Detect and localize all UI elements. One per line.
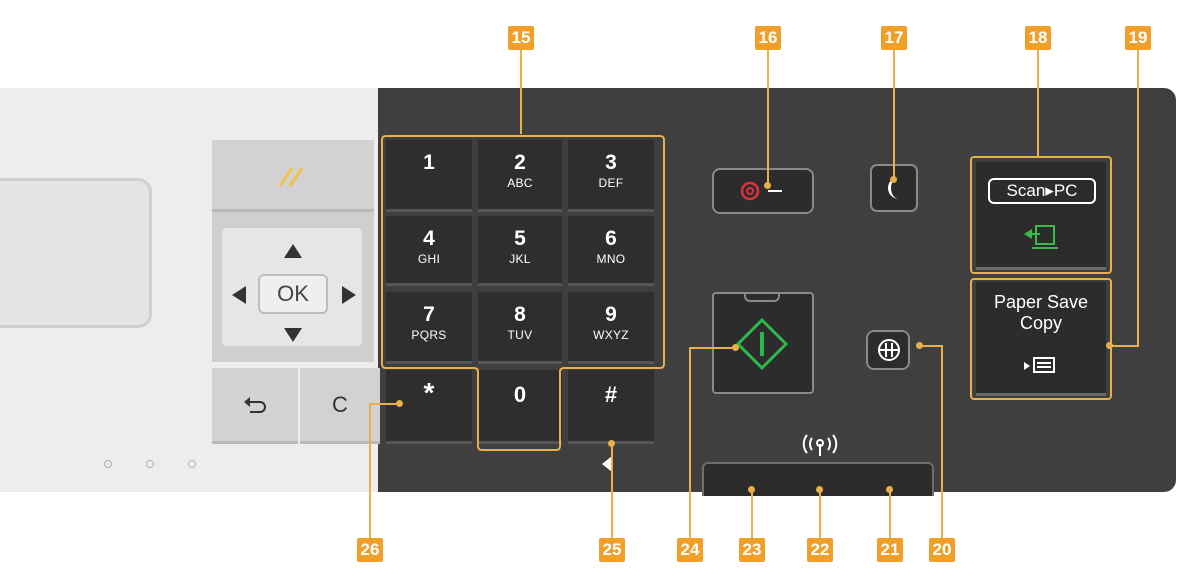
callout-badge: 15 [508, 26, 534, 50]
callout-badge: 17 [881, 26, 907, 50]
caret-icon [602, 456, 612, 472]
callout-badge: 26 [357, 538, 383, 562]
key-8[interactable]: 8 TUV [478, 292, 562, 364]
key-4[interactable]: 4 GHI [386, 216, 472, 286]
callout-badge: 23 [739, 538, 765, 562]
callout-badge: 20 [929, 538, 955, 562]
scan-to-pc-label: Scan▸PC [988, 178, 1096, 204]
key-7[interactable]: 7 PQRS [386, 292, 472, 364]
key-6[interactable]: 6 MNO [568, 216, 654, 286]
stop-button[interactable] [712, 168, 814, 214]
callout-badge: 19 [1125, 26, 1151, 50]
key-star[interactable]: * [386, 370, 472, 444]
display-screen-edge [0, 178, 152, 328]
leader-dot [916, 342, 923, 349]
numeric-keys-highlight [381, 135, 665, 451]
ok-label: OK [277, 281, 309, 306]
key-letters: GHI [417, 252, 441, 266]
callout-badge: 21 [877, 538, 903, 562]
leader-dot [816, 486, 823, 493]
reset-button[interactable] [212, 140, 374, 212]
id-copy-icon [878, 339, 900, 361]
key-letters: WXYZ [593, 328, 629, 342]
paper-save-copy-button[interactable]: Paper Save Copy [976, 282, 1106, 396]
callout-badge: 16 [755, 26, 781, 50]
left-arrow-icon[interactable] [232, 286, 246, 304]
leader-dot [764, 182, 771, 189]
key-letters: DEF [598, 176, 624, 190]
reset-icon [278, 167, 304, 187]
leader-dot [890, 176, 897, 183]
key-number: # [604, 382, 618, 407]
status-dot [104, 460, 112, 468]
key-letters: JKL [509, 252, 531, 266]
callout-badge: 18 [1025, 26, 1051, 50]
key-5[interactable]: 5 JKL [478, 216, 562, 286]
scan-highlight [970, 156, 1112, 274]
key-number: 5 [514, 227, 526, 250]
start-button[interactable] [712, 292, 814, 394]
scan-to-pc-button[interactable] [976, 162, 1106, 270]
key-number: 2 [514, 151, 526, 174]
key-3[interactable]: 3 DEF [568, 140, 654, 212]
status-dot [146, 460, 154, 468]
back-button[interactable] [212, 368, 298, 444]
id-copy-button[interactable] [866, 330, 910, 370]
key-2[interactable]: 2 ABC [478, 140, 562, 212]
key-hash[interactable]: # [568, 370, 654, 444]
leader-dot [1106, 342, 1113, 349]
up-arrow-icon[interactable] [284, 244, 302, 258]
clear-label: C [332, 392, 348, 417]
leader-dot [886, 486, 893, 493]
paper-save-line2: Copy [1019, 313, 1063, 333]
key-number: 4 [423, 227, 435, 250]
callout-badge: 25 [599, 538, 625, 562]
key-0[interactable]: 0 [478, 370, 562, 444]
paper-save-highlight [970, 278, 1112, 400]
key-number: 7 [423, 303, 435, 326]
key-letters: PQRS [411, 328, 447, 342]
paper-save-icon [1024, 357, 1055, 373]
key-letters: MNO [596, 252, 626, 266]
key-number: 6 [605, 227, 617, 250]
key-letters: ABC [507, 176, 533, 190]
callout-badge: 24 [677, 538, 703, 562]
key-number: 0 [513, 382, 527, 407]
key-number: 9 [605, 303, 617, 326]
key-9[interactable]: 9 WXYZ [568, 292, 654, 364]
status-dot [188, 460, 196, 468]
right-arrow-icon[interactable] [342, 286, 356, 304]
callout-badge: 22 [807, 538, 833, 562]
clear-button[interactable]: C [300, 368, 380, 444]
back-icon [244, 397, 266, 413]
down-arrow-icon[interactable] [284, 328, 302, 342]
ok-button[interactable]: OK [258, 274, 328, 314]
leader-dot [396, 400, 403, 407]
key-number: 3 [605, 151, 617, 174]
leader-dot [608, 440, 615, 447]
key-number: 1 [423, 151, 435, 174]
stop-icon [740, 181, 782, 201]
leader-dot [732, 344, 739, 351]
start-icon [736, 318, 788, 370]
leader-dot [748, 486, 755, 493]
scan-to-pc-icon [1024, 225, 1058, 249]
key-letters: TUV [507, 328, 533, 342]
arrow-pad: OK [212, 212, 374, 362]
wifi-icon [802, 434, 838, 456]
key-1[interactable]: 1 [386, 140, 472, 212]
key-number: 8 [514, 303, 526, 326]
paper-save-line1: Paper Save [993, 292, 1089, 312]
key-number: * [423, 377, 435, 408]
